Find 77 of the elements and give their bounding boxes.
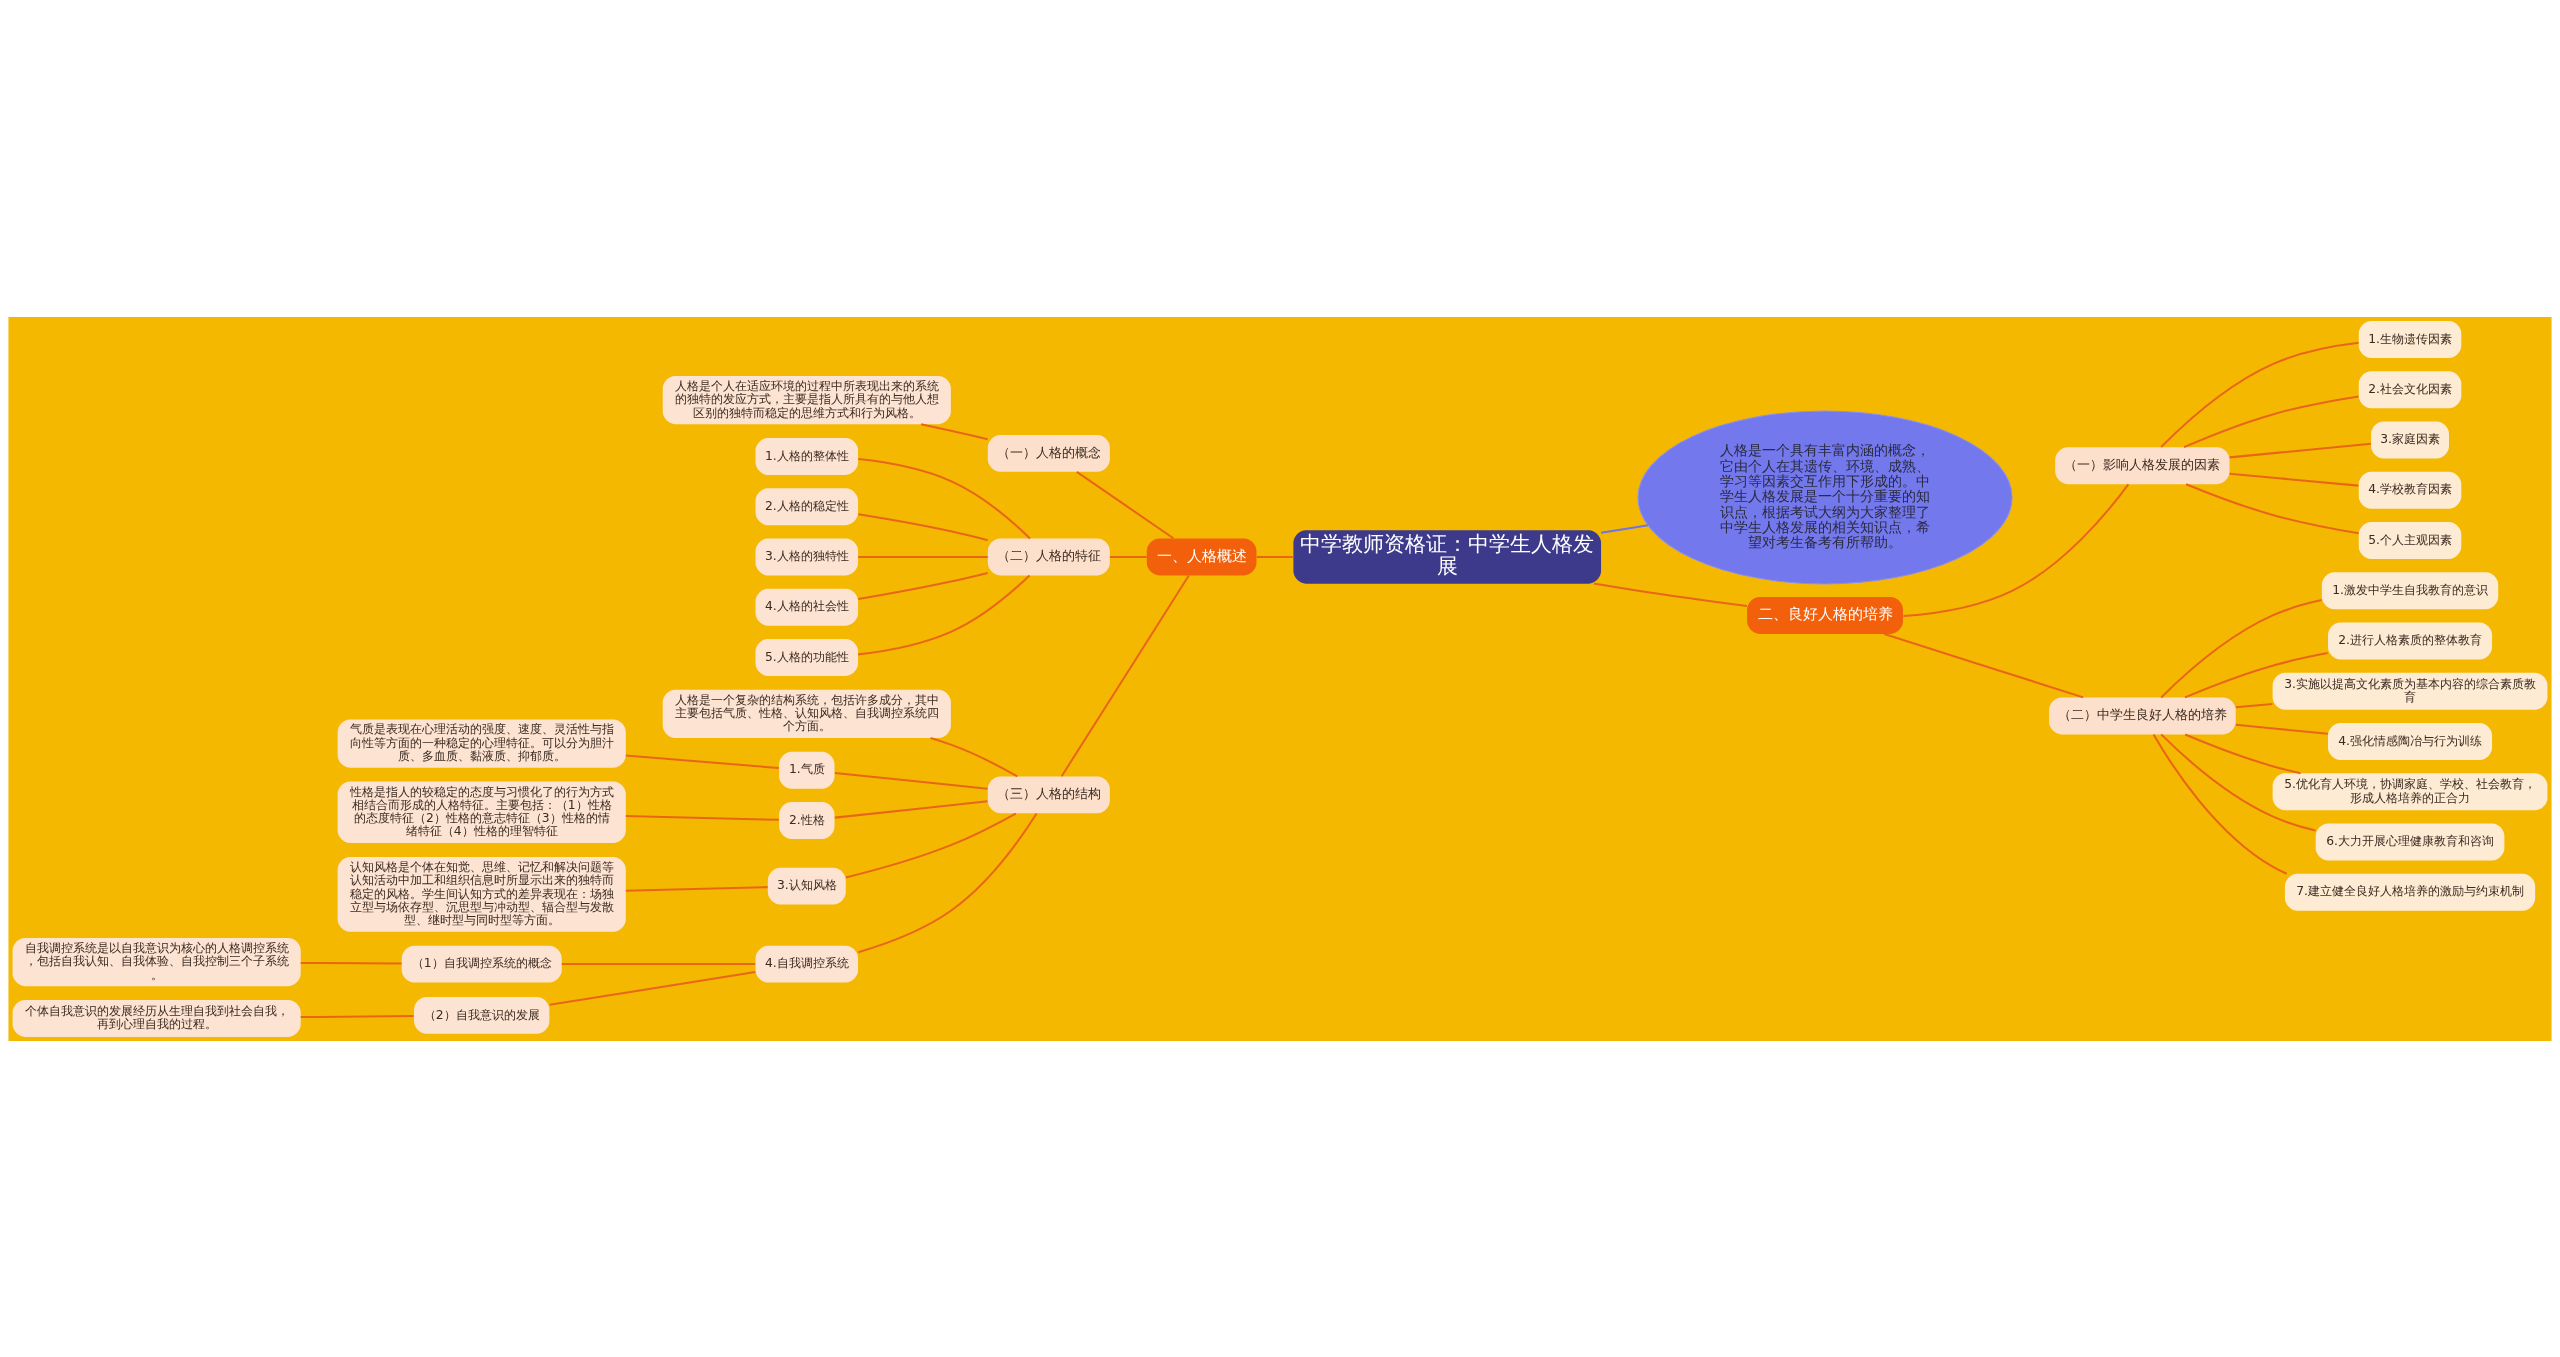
- connector: [625, 753, 779, 769]
- connector: [2184, 651, 2328, 698]
- connector: [2185, 482, 2359, 534]
- node-box: 5.个人主观因素: [2358, 521, 2462, 559]
- node-box: 6.大力开展心理健康教育和咨询: [2315, 823, 2505, 860]
- connector: [2229, 442, 2372, 458]
- connector: [1883, 632, 2084, 698]
- connector: [2160, 598, 2322, 698]
- connector: [625, 885, 768, 892]
- connector: [858, 512, 989, 541]
- connector: [930, 736, 1018, 777]
- node-box: 一、人格概述: [1146, 538, 1257, 575]
- node-box: 3.人格的独特性: [755, 538, 859, 575]
- connector: [1076, 470, 1174, 539]
- connector: [2160, 341, 2359, 448]
- node-box: 认知风格是个体在知觉、思维、记忆和解决问题等认知活动中加工和组织信息时所显示出来的独特而稳定的风格。学生间认知方式的差异表现在：场独立型与场依存型、沉思型与冲动型、辐合型与发散型、继时型与同时型等方面。: [337, 856, 626, 932]
- node-box: 2.性格: [779, 801, 835, 839]
- node-box: （1）自我调控系统的概念: [401, 945, 562, 983]
- connector: [2152, 733, 2288, 875]
- node-box: 3.认知风格: [767, 867, 846, 905]
- connector: [300, 1014, 414, 1018]
- node-box: 1.生物遗传因素: [2358, 320, 2462, 358]
- node-box: 5.优化育人环境，协调家庭、学校、社会教育，形成人格培养的正合力: [2272, 772, 2548, 810]
- connector: [920, 422, 988, 440]
- connector: [845, 812, 1017, 878]
- connector: [1600, 523, 1649, 534]
- node-box: 4.强化情感陶冶与行为训练: [2328, 722, 2493, 760]
- node-box: 1.气质: [779, 751, 835, 789]
- connector: [2160, 733, 2316, 832]
- node-box: 二、良好人格的培养: [1747, 596, 1903, 634]
- node-box: 5.人格的功能性: [755, 638, 859, 676]
- connector: [2183, 394, 2359, 448]
- connector: [857, 812, 1038, 953]
- node-box: （二）中学生良好人格的培养: [2049, 696, 2236, 734]
- node-box: 4.学校教育因素: [2358, 471, 2462, 509]
- node-box: （一）人格的概念: [987, 434, 1110, 472]
- node-box: 7.建立健全良好人格培养的激励与约束机制: [2284, 873, 2536, 911]
- connector: [1903, 483, 2130, 617]
- node-ellipse: 人格是一个具有丰富内涵的概念，它由个人在其遗传、环境、成熟、学习等因素交互作用下形成的。中学生人格发展是一个十分重要的知识点，根据考试大纲为大家整理了中学生人格发展的相关知识点，希望对考生备考有所帮助。: [1637, 410, 2013, 584]
- connector: [858, 571, 988, 600]
- node-box: （2）自我意识的发展: [414, 996, 550, 1034]
- connector: [625, 814, 779, 821]
- connector: [1060, 574, 1190, 777]
- connector: [858, 555, 988, 558]
- node-box: 性格是指人的较稳定的态度与习惯化了的行为方式相结合而形成的人格特征。主要包括：（1）性格的态度特征（2）性格的意志特征（3）性格的情绪特征（4）性格的理智特征: [337, 781, 626, 843]
- node-box: （一）影响人格发展的因素: [2055, 446, 2230, 484]
- node-box: 个体自我意识的发展经历从生理自我到社会自我，再到心理自我的过程。: [12, 999, 301, 1037]
- connector: [1109, 555, 1147, 558]
- node-box: 2.进行人格素质的整体教育: [2328, 622, 2493, 659]
- connector: [561, 962, 756, 965]
- connector: [2184, 733, 2301, 774]
- node-box: 4.人格的社会性: [755, 588, 859, 626]
- node-box: 4.自我调控系统: [755, 945, 859, 983]
- connector: [858, 574, 1031, 655]
- connector: [300, 961, 402, 965]
- node-box: 中学教师资格证：中学生人格发展: [1293, 529, 1602, 584]
- node-box: （二）人格的特征: [987, 538, 1110, 575]
- node-box: 1.激发中学生自我教育的意识: [2321, 571, 2499, 609]
- connector: [1256, 555, 1294, 558]
- node-box: （三）人格的结构: [987, 775, 1110, 813]
- node-box: 3.实施以提高文化素质为基本内容的综合素质教育: [2272, 672, 2548, 710]
- connector: [2235, 702, 2273, 708]
- node-box: 2.社会文化因素: [2358, 370, 2462, 408]
- node-box: 1.人格的整体性: [755, 437, 859, 475]
- connector: [858, 457, 1031, 539]
- connector: [549, 970, 756, 1006]
- node-box: 人格是一个复杂的结构系统，包括许多成分，其中主要包括气质、性格、认知风格、自我调控系统四个方面。: [662, 689, 951, 738]
- node-box: 人格是个人在适应环境的过程中所表现出来的系统的独特的发应方式，主要是指人所具有的与他人想区别的独特而稳定的思维方式和行为风格。: [662, 375, 951, 424]
- connector: [1593, 582, 1748, 607]
- connector: [834, 799, 988, 819]
- node-box: 气质是表现在心理活动的强度、速度、灵活性与指向性等方面的一种稳定的心理特征。可以分为胆汁质、多血质、黏液质、抑郁质。: [337, 719, 626, 768]
- node-box: 2.人格的稳定性: [755, 487, 859, 525]
- node-box: 3.家庭因素: [2371, 421, 2449, 458]
- connector: [834, 771, 988, 790]
- connector: [2235, 723, 2328, 735]
- node-box: 自我调控系统是以自我意识为核心的人格调控系统，包括自我认知、自我体验、自我控制三个子系统。: [12, 937, 301, 986]
- connector: [2229, 472, 2359, 487]
